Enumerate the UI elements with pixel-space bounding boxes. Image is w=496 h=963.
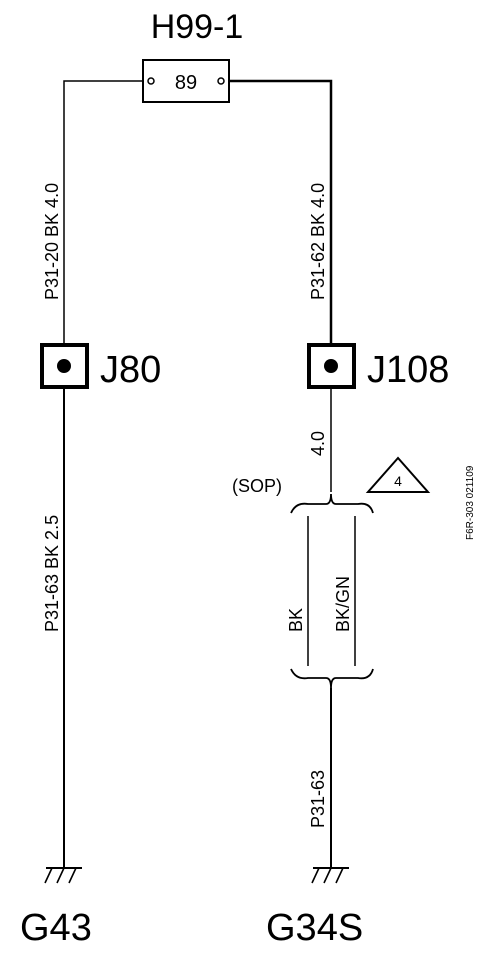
note-triangle (365, 456, 431, 493)
fuse-h99-1: 89 (142, 59, 230, 103)
splice-label-j80: J80 (100, 349, 161, 391)
brace-top (290, 493, 374, 514)
splice-j80 (40, 343, 89, 389)
wire-right-upper (229, 79, 333, 368)
wire-label-right-short: 4.0 (308, 431, 328, 456)
figure-id: F6R-303 021109 (465, 465, 476, 540)
wire-label-right-upper: P31-62 BK 4.0 (308, 183, 328, 300)
ground-label-g34s: G34S (266, 907, 363, 949)
note-number: 4 (394, 473, 402, 489)
fuse-name: H99-1 (151, 8, 244, 46)
ground-label-g43: G43 (20, 907, 92, 949)
splice-j108 (307, 343, 356, 389)
wire-label-left-lower: P31-63 BK 2.5 (42, 515, 62, 632)
splice-label-j108: J108 (367, 349, 449, 391)
wire-left-upper (63, 80, 143, 368)
ground-symbol-right (311, 867, 349, 884)
fuse-number: 89 (175, 72, 197, 94)
wire-label-right-lower: P31-63 (308, 770, 328, 828)
brace-bottom (290, 668, 374, 689)
sop-label: (SOP) (232, 476, 282, 496)
wire-label-bk: BK (286, 608, 306, 632)
wire-label-bkgn: BK/GN (333, 576, 353, 632)
wire-label-left-upper: P31-20 BK 4.0 (42, 183, 62, 300)
ground-symbol-left (44, 867, 82, 884)
